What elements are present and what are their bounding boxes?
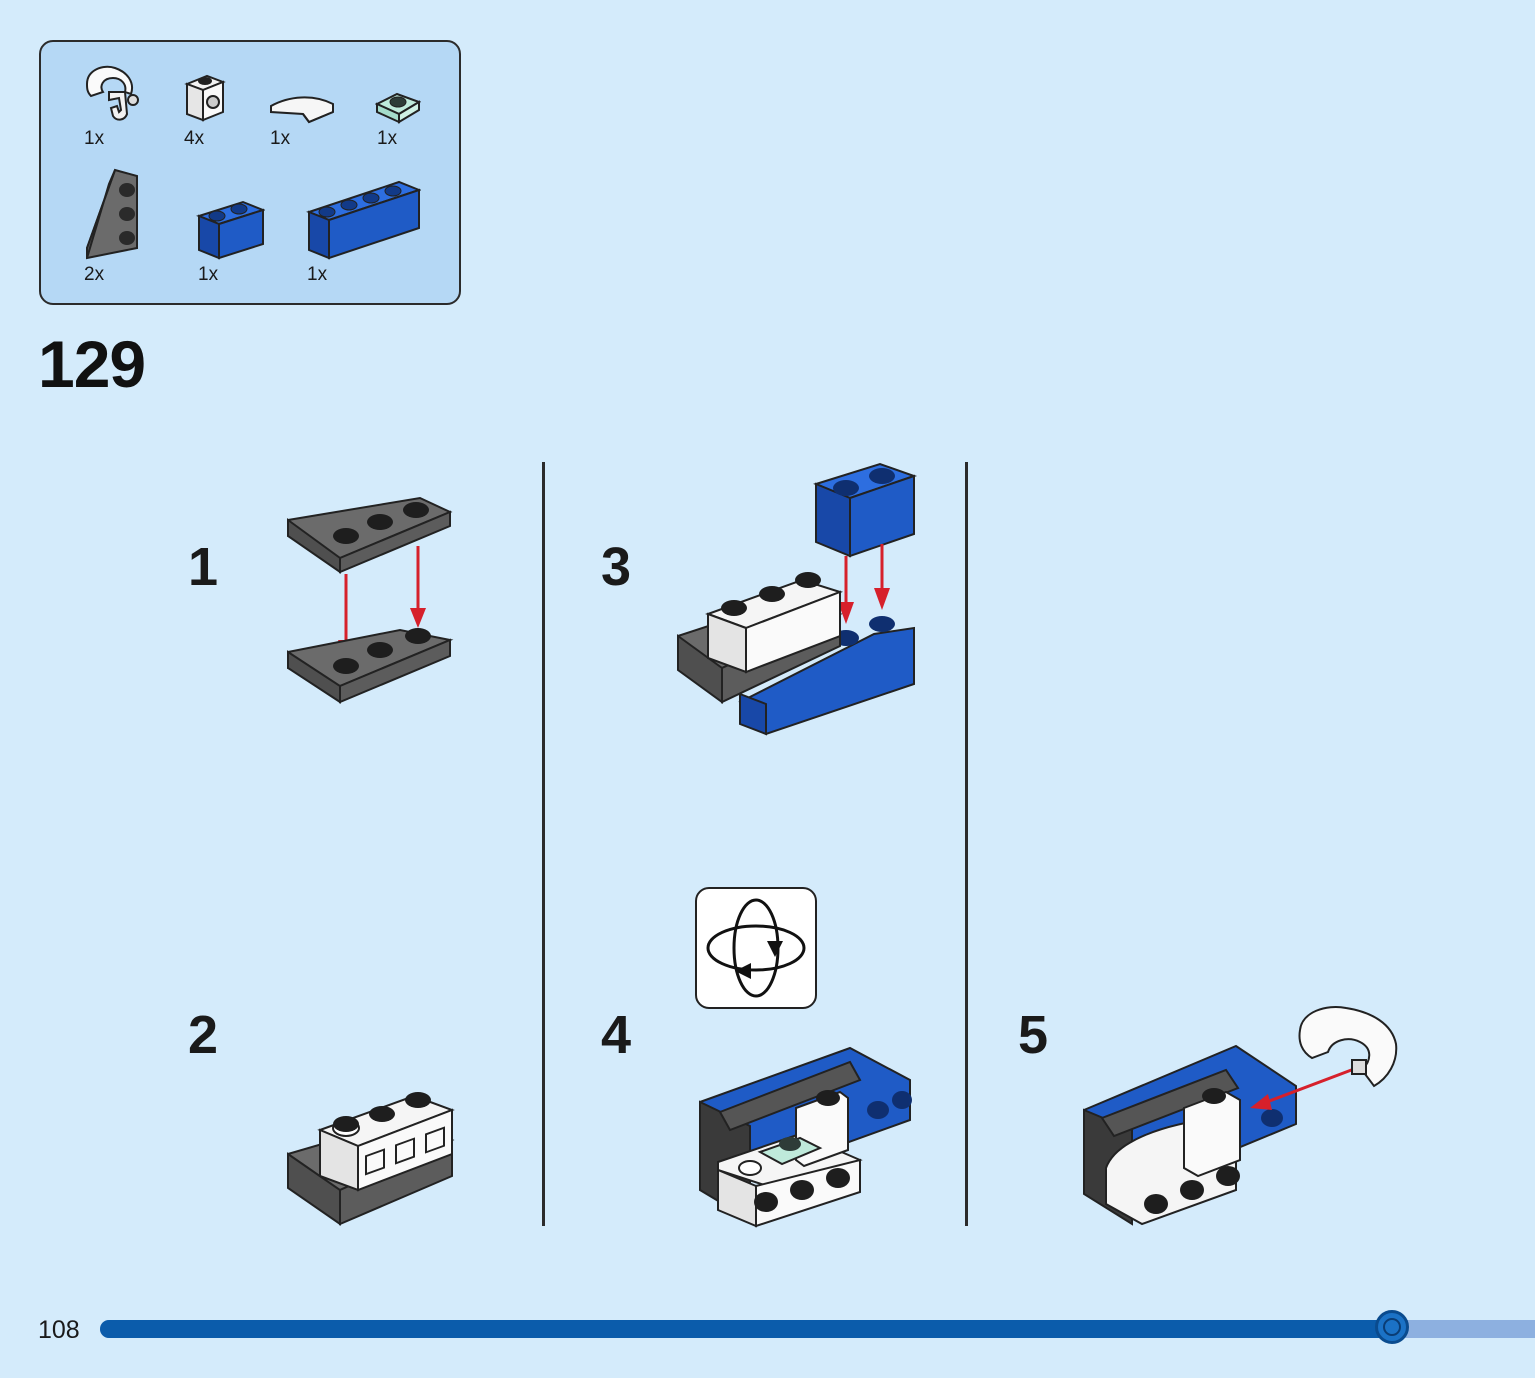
white-curved-slope-icon <box>269 92 337 126</box>
substep-number: 2 <box>188 1005 219 1065</box>
page-step-number: 129 <box>38 327 146 401</box>
substep-number: 4 <box>601 1005 632 1065</box>
progress-knob <box>1374 1310 1409 1344</box>
step4-illustration <box>690 1040 916 1232</box>
substep-number: 3 <box>601 537 632 597</box>
step5-illustration <box>1076 1000 1406 1232</box>
white-clip-piece-icon <box>81 62 145 124</box>
column-divider <box>542 462 545 1226</box>
progress-bar <box>100 1320 1535 1338</box>
part-qty: 1x <box>270 128 291 149</box>
column-divider <box>965 462 968 1226</box>
substep-number: 5 <box>1018 1005 1049 1065</box>
part-qty: 1x <box>377 128 398 149</box>
blue-brick-1x4-icon <box>305 178 421 262</box>
step3-illustration <box>674 458 920 740</box>
white-bracket-icon <box>183 72 229 124</box>
step1-illustration <box>280 490 460 710</box>
parts-list-box: 1x 4x 1x 1x <box>39 40 461 305</box>
part-qty: 2x <box>84 264 105 285</box>
progress-fill <box>100 1320 1392 1338</box>
part-qty: 1x <box>198 264 219 285</box>
part-qty: 1x <box>307 264 328 285</box>
part-qty: 4x <box>184 128 205 149</box>
gray-wedge-plate-icon <box>79 164 143 262</box>
part-qty: 1x <box>84 128 105 149</box>
trans-round-plate-icon <box>375 88 421 126</box>
page-number: 108 <box>38 1316 80 1344</box>
step2-illustration <box>284 1080 456 1230</box>
substep-number: 1 <box>188 537 219 597</box>
blue-brick-1x2-icon <box>195 198 265 262</box>
rotate-model-icon <box>695 887 817 1009</box>
